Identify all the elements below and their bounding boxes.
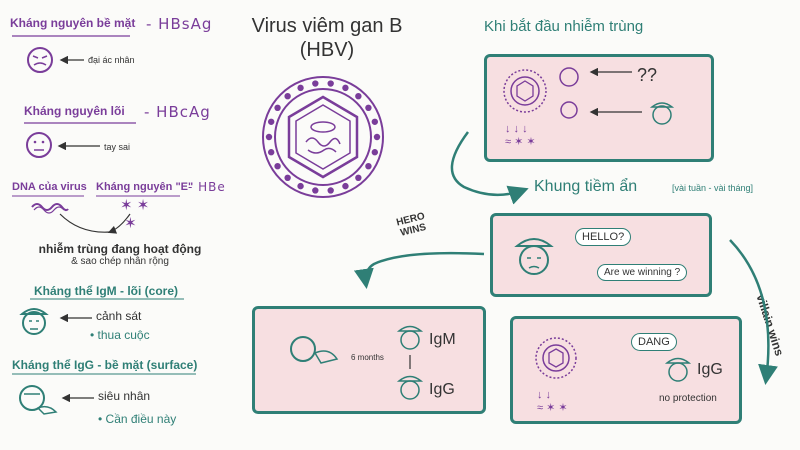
latent-hello: HELLO? <box>575 228 632 246</box>
envelope-bead <box>327 187 334 194</box>
hbsag-code: - HBsAg <box>146 15 213 33</box>
hero-igg: IgG <box>429 381 455 398</box>
hero-face-panel-icon <box>290 336 339 364</box>
virus-small-icon <box>503 69 547 113</box>
envelope-bead <box>355 92 362 100</box>
active-line1: nhiễm trùng đang hoạt động <box>38 242 202 256</box>
hbe-label: Kháng nguyên "E" <box>96 181 194 193</box>
hbcag-label: Kháng nguyên lõi <box>24 104 125 118</box>
latent-winning: Are we winning ? <box>597 264 688 281</box>
hbsag-label: Kháng nguyên bề mặt <box>10 16 136 30</box>
igm-note2: • thua cuộc <box>90 328 150 342</box>
police-worried-icon <box>514 238 554 275</box>
start-qmarks: ?? <box>637 65 658 85</box>
envelope-bead <box>342 84 349 92</box>
envelope-bead <box>297 182 304 190</box>
envelope-bead <box>342 182 349 190</box>
antigen-faces-icon <box>559 67 579 119</box>
henchman-face-icon <box>26 132 52 158</box>
police-small-icon <box>649 102 675 125</box>
arrow-start-to-latent <box>450 131 529 205</box>
active-line2: & sao chép nhân rộng <box>71 256 169 267</box>
igg-note2: • Cần điều này <box>98 412 177 426</box>
hero-igm: IgM <box>429 331 456 348</box>
envelope-bead <box>371 149 379 156</box>
igg-note1: siêu nhân <box>98 389 151 403</box>
villain-wins-panel: ↓ ↓≈ ✶ ✶ DANG IgG no protection <box>510 316 742 424</box>
hbsag-note: đại ác nhân <box>88 55 135 65</box>
police-panel-icons <box>396 325 424 400</box>
villain-face-icon <box>27 47 53 73</box>
dna-label: DNA của virus <box>12 181 87 193</box>
latent-title: Khung tiềm ẩn <box>534 178 638 195</box>
start-infection-title: Khi bắt đầu nhiễm trùng <box>484 18 644 35</box>
envelope-bead <box>284 174 291 182</box>
envelope-bead <box>284 92 291 100</box>
envelope-bead <box>297 84 304 92</box>
arrow-latent-to-villain <box>729 239 778 385</box>
virus-panel-products-icon: ↓ ↓≈ ✶ ✶ <box>537 389 568 414</box>
active-infection-label: nhiễm trùng đang hoạt động & sao chép nh… <box>20 242 220 267</box>
envelope-bead <box>365 162 372 170</box>
envelope-bead <box>312 187 319 194</box>
police-villain-icon <box>664 357 692 382</box>
hbe-code: - HBe <box>188 180 226 194</box>
envelope-bead <box>373 133 381 141</box>
envelope-bead <box>327 80 334 87</box>
police-face-icon <box>19 308 49 335</box>
hbcag-code: - HBcAg <box>144 103 211 121</box>
hero-wins-panel: 6 months IgM IgG <box>252 306 486 414</box>
villain-dang: DANG <box>631 333 677 351</box>
envelope-bead <box>267 149 275 156</box>
arrow-latent-to-hero <box>353 251 485 289</box>
envelope-bead <box>355 174 362 182</box>
envelope-bead <box>365 104 372 112</box>
latent-panel: HELLO? Are we winning ? <box>490 213 712 297</box>
igg-label: Kháng thể IgG - bề mặt (surface) <box>12 358 198 372</box>
hero-face-icon <box>19 385 58 415</box>
villain-igg: IgG <box>697 361 723 378</box>
villain-noprot: no protection <box>659 393 717 404</box>
envelope-bead <box>274 162 281 170</box>
envelope-bead <box>265 133 273 141</box>
hbe-stars-icon: ✶ ✶ ✶ <box>120 197 150 232</box>
virus-products-icon: ↓ ↓ ↓≈ ✶ ✶ <box>505 123 536 148</box>
hero-months: 6 months <box>351 353 384 362</box>
igm-label: Kháng thể IgM - lõi (core) <box>34 284 178 298</box>
arrow-dna-merge <box>59 213 131 232</box>
envelope-bead <box>371 118 379 125</box>
dna-strand-icon <box>31 203 69 214</box>
title-line2: (HBV) <box>299 39 355 61</box>
hbv-virus-illustration <box>262 76 384 198</box>
igm-note1: cảnh sát <box>96 309 142 323</box>
envelope-bead <box>274 104 281 112</box>
hbcag-note: tay sai <box>104 142 131 152</box>
title-line1: Virus viêm gan B <box>251 15 403 37</box>
page-title: Virus viêm gan B (HBV) <box>242 14 412 62</box>
envelope-bead <box>267 118 275 125</box>
virus-panel-icon <box>535 337 577 379</box>
latent-range: [vài tuần - vài tháng] <box>672 183 754 193</box>
envelope-bead <box>312 80 319 87</box>
